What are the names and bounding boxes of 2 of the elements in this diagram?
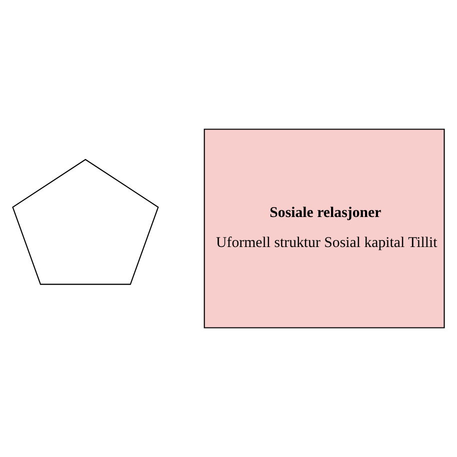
- node-box: Sosiale relasjoner Uformell struktur Sosial kapital Tillit: [204, 128, 445, 328]
- node-pentagon: [12, 158, 159, 285]
